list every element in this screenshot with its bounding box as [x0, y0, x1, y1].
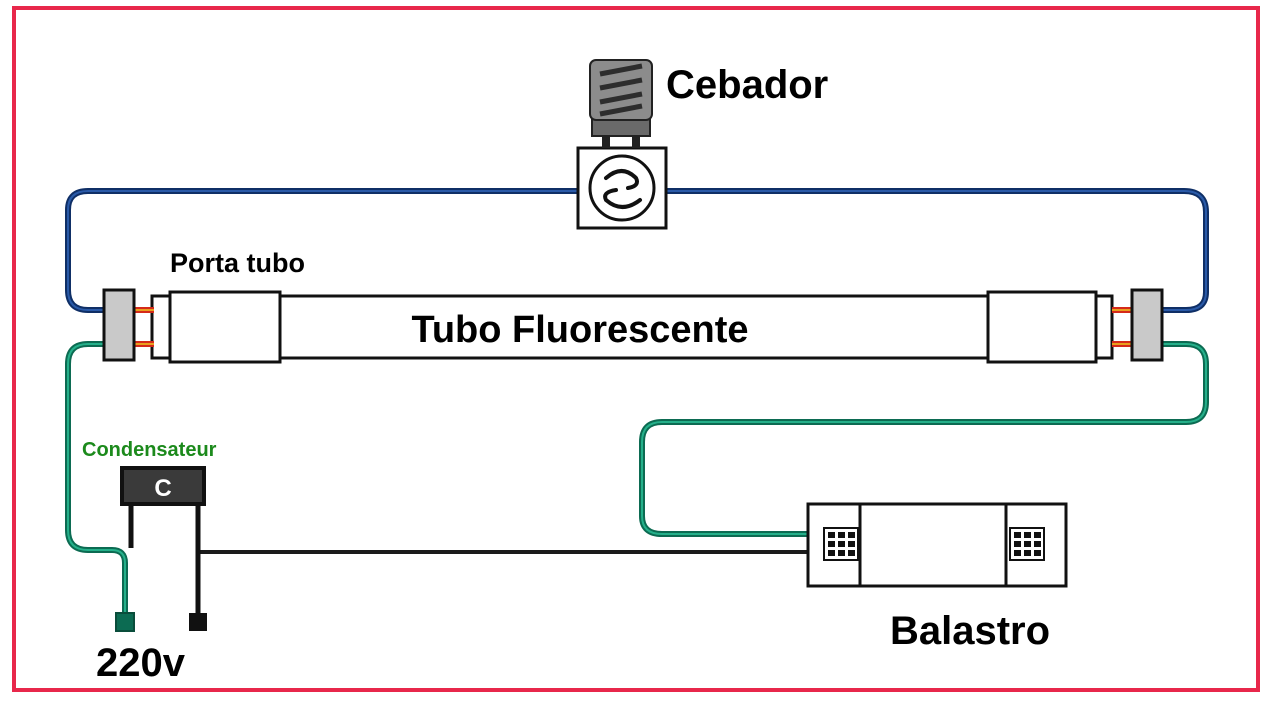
left-pin-top-highlight [134, 309, 154, 311]
starter-stripe-2 [599, 77, 643, 91]
label-220v: 220v [96, 641, 186, 685]
right-pin-bottom-highlight [1112, 343, 1134, 345]
ballast [806, 502, 1068, 588]
right-pin-top-highlight [1112, 309, 1134, 311]
starter-socket-slot-bottom [603, 188, 642, 209]
label-balastro: Balastro [890, 609, 1050, 653]
tube-end-left [150, 294, 172, 360]
ballast-terminal-right-slot [1034, 532, 1041, 538]
starter-socket-circle [588, 154, 656, 222]
capacitor-letter: C [154, 475, 171, 502]
capacitor-body [120, 466, 206, 506]
ballast-terminal-right-slot [1014, 541, 1021, 547]
starter-pin-right [632, 132, 640, 148]
terminal-black [189, 613, 207, 631]
terminal-green [115, 612, 135, 632]
tube-cap-left [168, 290, 282, 364]
starter-stripe-1 [599, 63, 643, 77]
ballast-terminal-right-slot [1024, 541, 1031, 547]
green-wire-right-highlight [641, 343, 1207, 535]
ballast-terminal-left-slot [828, 532, 835, 538]
ballast-terminal-right-slot [1014, 532, 1021, 538]
left-pin-bottom-highlight [134, 343, 154, 345]
starter-stripe-4 [599, 103, 643, 117]
ballast-terminal-right-slot [1014, 550, 1021, 556]
ballast-terminal-left-slot [838, 541, 845, 547]
ballast-terminal-left-slot [828, 541, 835, 547]
starter-stripe-3 [599, 91, 643, 105]
ballast-terminal-right-slot [1034, 550, 1041, 556]
green-wire-left-highlight [67, 343, 126, 615]
ballast-terminal-right-slot [1024, 550, 1031, 556]
ballast-body [858, 502, 1008, 588]
ballast-terminal-left-slot [848, 541, 855, 547]
tube-end-right [1094, 294, 1114, 360]
label-condensateur: Condensateur [82, 439, 217, 461]
ballast-terminal-left-slot [838, 532, 845, 538]
starter [576, 59, 668, 230]
fluorescent-tube [150, 290, 1114, 364]
ballast-terminal-left-slot [848, 532, 855, 538]
ballast-terminal-left-slot [828, 550, 835, 556]
capacitor: C [120, 466, 206, 615]
label-porta-tubo: Porta tubo [170, 248, 305, 278]
tube-holder-left [102, 288, 136, 362]
ballast-terminal-right-slot [1024, 532, 1031, 538]
label-tubo-fluorescente: Tubo Fluorescente [411, 309, 748, 351]
ballast-terminal-right-slot [1034, 541, 1041, 547]
starter-pin-left [602, 132, 610, 148]
tube-cap-right [986, 290, 1098, 364]
starter-socket-slot-top [604, 169, 639, 190]
ballast-terminal-left-slot [838, 550, 845, 556]
ballast-terminal-left-slot [848, 550, 855, 556]
label-cebador: Cebador [666, 63, 828, 107]
tube-holder-right [1130, 288, 1164, 362]
